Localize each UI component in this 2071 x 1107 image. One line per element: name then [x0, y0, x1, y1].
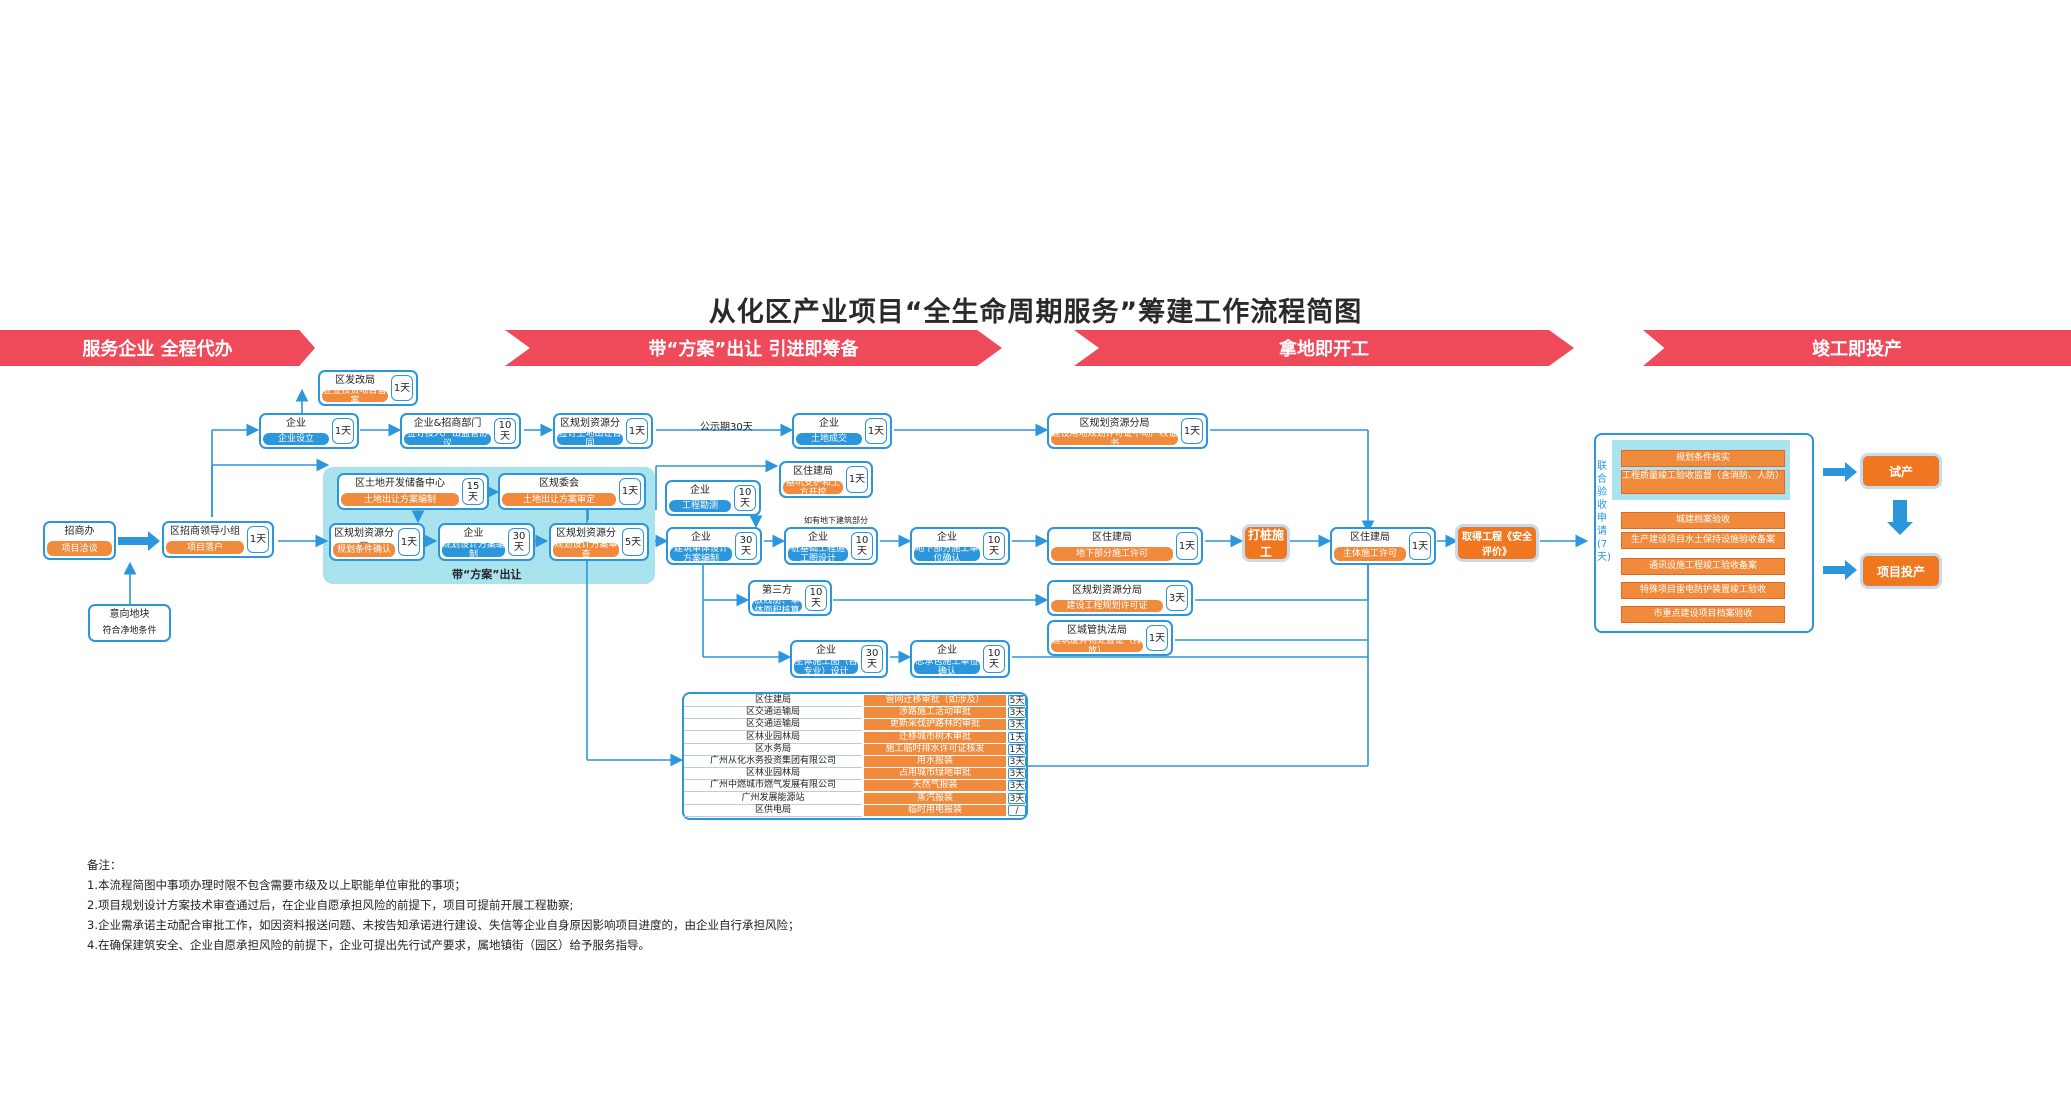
acceptance-item: 规划条件核实: [1621, 450, 1785, 467]
item-cell: 占用城市绿地审批: [864, 768, 1006, 780]
node-zhutixk: 区住建局 主体施工许可 1天: [1330, 527, 1436, 565]
acceptance-item: 工程质量竣工验收监督（含消防、人防）: [1621, 470, 1785, 494]
node-kancha: 企业 工程勘测 10天: [665, 480, 761, 516]
days-cell: 3天: [1008, 792, 1026, 804]
node-guihuaqr: 区规划资源分局 规划条件确认 1天: [329, 523, 425, 561]
acceptance-side-label: 联合验收申请(7天): [1597, 461, 1611, 563]
days-cell: 3天: [1008, 719, 1026, 731]
quqi-button: 取得工程《安全评价》: [1455, 524, 1539, 562]
shichan-button: 试产: [1860, 453, 1942, 489]
days-cell: 3天: [1008, 707, 1026, 719]
days-cell: 3天: [1008, 780, 1026, 792]
node-disanfang: 第三方 放线册、单体面积核算 10天: [748, 580, 832, 616]
item-cell: 更新采伐护路林的审批: [864, 719, 1006, 731]
page-title: 从化区产业项目“全生命周期服务”筹建工作流程简图: [708, 297, 1363, 328]
item-cell: 天然气报装: [864, 780, 1006, 792]
stage-banner-2: 带“方案”出让 引进即筹备: [505, 330, 1002, 366]
stage-banner-1: 服务企业 全程代办: [0, 330, 315, 366]
node-zhuangji: 企业 桩基础工程施工图设计 10天: [784, 527, 878, 565]
dazhuang-button: 打桩施工: [1242, 524, 1290, 562]
dept-cell: 区供电局: [684, 805, 862, 817]
item-cell: 蒸汽报装: [864, 792, 1006, 804]
node-dixiaqr: 企业 地下部分施工单位确认 10天: [910, 527, 1010, 565]
node-dixiaxk: 区住建局 地下部分施工许可 1天: [1047, 527, 1203, 565]
stage-banner-4: 竣工即投产: [1643, 330, 2071, 366]
node-guiwei: 区规委会 土地出让方案审定 1天: [498, 473, 646, 510]
table-row: 区住建局管网迁移审批（如涉及）5天: [684, 695, 1026, 707]
days-cell: 1天: [1008, 743, 1026, 755]
node-fagai: 区发改局 企业投资项目备案 1天: [318, 370, 418, 406]
node-chubei: 区土地开发储备中心 土地出让方案编制 15天: [337, 473, 489, 510]
node-yongdi: 区规划资源分局 建设用地规划许可证不动产权证书 1天: [1047, 413, 1208, 449]
acceptance-item: 通讯设施工程竣工验收备案: [1621, 558, 1785, 575]
days-cell: 3天: [1008, 756, 1026, 767]
dept-cell: 区林业园林局: [684, 732, 862, 744]
dixia-note: 如有地下建筑部分: [804, 516, 868, 525]
note-line: 3.企业需承诺主动配合审批工作，如因资料报送问题、未按告知承诺进行建设、失信等企…: [87, 918, 800, 932]
dept-cell: 广州从化水务投资集团有限公司: [684, 756, 862, 768]
item-cell: 用水报装: [864, 756, 1006, 767]
touchan-button: 项目投产: [1860, 553, 1942, 589]
node-fanganshen: 区规划资源分局 规划设计方案审查 5天: [549, 523, 649, 561]
table-row: 区供电局临时用电报装/: [684, 804, 1026, 817]
scheme-panel-label: 带“方案”出让: [452, 568, 522, 581]
node-zhujian1: 区住建局 基坑支护和土方开挖 1天: [779, 461, 873, 498]
node-zhaoshang: 招商办 项目洽谈: [43, 521, 116, 560]
node-shigongtu: 企业 主体施工图（各专业）设计 30天: [790, 640, 888, 678]
node-chengguan: 区城管执法局 建筑废弃物处置证（排放） 1天: [1047, 620, 1173, 656]
dept-cell: 区林业园林局: [684, 768, 862, 781]
node-chengjiao: 企业 土地成交 1天: [792, 413, 892, 449]
node-chuanghe: 区规划资源分局 签订土地出让合同 1天: [553, 413, 653, 449]
gongshi-label: 公示期30天: [700, 422, 753, 433]
dept-cell: 广州中燃城市燃气发展有限公司: [684, 780, 862, 793]
node-gongchengxk: 区规划资源分局 建设工程规划许可证 3天: [1047, 580, 1193, 616]
days-cell: 1天: [1008, 731, 1026, 743]
note-line: 4.在确保建筑安全、企业自愿承担风险的前提下，企业可提出先行试产要求，属地镇街（…: [87, 938, 650, 952]
days-cell: /: [1008, 804, 1026, 816]
node-yixiang: 意向地块 符合净地条件: [88, 604, 171, 642]
item-cell: 管网迁移审批（如涉及）: [864, 695, 1006, 706]
item-cell: 临时用电报装: [864, 804, 1006, 816]
stage-banner-3: 拿地即开工: [1074, 330, 1574, 366]
node-jianzhu: 企业 建筑单体设计方案编制 30天: [666, 527, 762, 565]
acceptance-item: 生产建设项目水土保持设施验收备案: [1621, 532, 1785, 549]
days-cell: 3天: [1008, 768, 1026, 780]
item-cell: 施工临时排水许可证核发: [864, 743, 1006, 755]
dept-cell: 区水务局: [684, 744, 862, 756]
dept-cell: 区交通运输局: [684, 719, 862, 732]
note-line: 1.本流程简图中事项办理时限不包含需要市级及以上职能单位审批的事项；: [87, 878, 466, 892]
item-cell: 涉路施工活动审批: [864, 707, 1006, 719]
dept-cell: 区住建局: [684, 695, 862, 707]
acceptance-item: 市重点建设项目档案验收: [1621, 606, 1785, 623]
notes: 备注： 1.本流程简图中事项办理时限不包含需要市级及以上职能单位审批的事项； 2…: [87, 855, 799, 955]
item-cell: 迁移城市树木审批: [864, 731, 1006, 743]
acceptance-item: 城建档案验收: [1621, 512, 1785, 529]
node-zongcheng: 企业 总承包施工单位确认 10天: [910, 640, 1010, 678]
acceptance-item: 特殊项目雷电防护装置竣工验收: [1621, 582, 1785, 599]
note-line: 备注：: [87, 858, 122, 872]
dept-cell: 区交通运输局: [684, 707, 862, 720]
days-cell: 5天: [1008, 695, 1026, 706]
node-qiyeshe: 企业 企业设立 1天: [259, 413, 359, 449]
node-qianding: 企业&招商部门 签订投入产出监管协议 10天: [400, 413, 521, 449]
node-lingdao: 区招商领导小组 项目落户 1天: [162, 521, 274, 558]
dept-cell: 广州发展能源站: [684, 793, 862, 805]
note-line: 2.项目规划设计方案技术审查通过后，在企业自愿承担风险的前提下，项目可提前开展工…: [87, 898, 574, 912]
node-fangan: 企业 规划设计方案编制 30天: [438, 523, 535, 561]
